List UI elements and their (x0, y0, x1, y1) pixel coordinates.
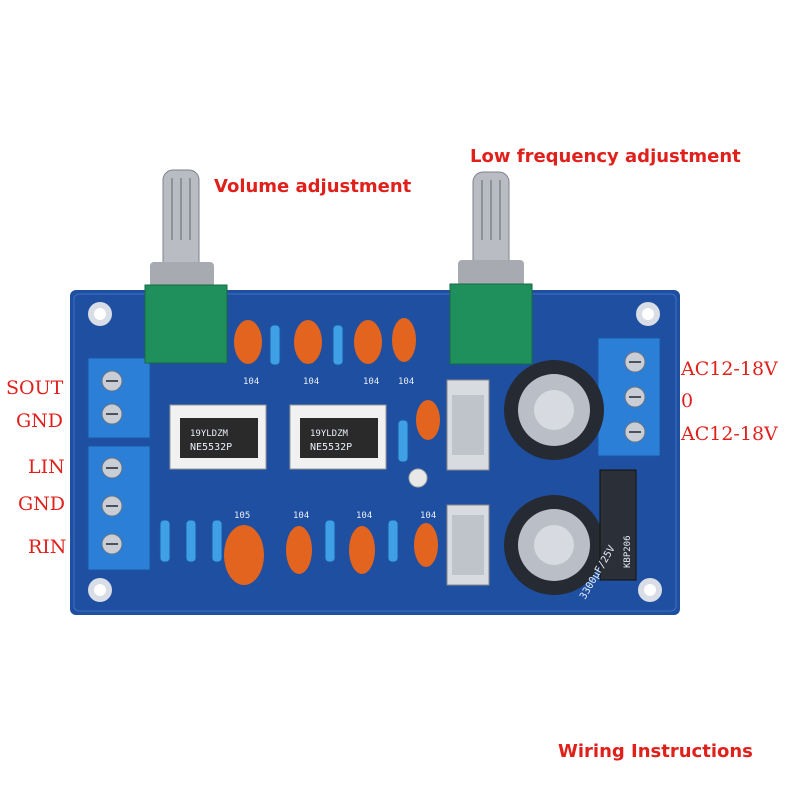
cap-label-8: 104 (420, 511, 436, 521)
voltage-regulators (446, 379, 490, 586)
cap-label-3: 104 (363, 377, 379, 387)
wiring-instructions-label: Wiring Instructions (558, 741, 753, 762)
cap-label-2: 104 (303, 377, 319, 387)
cap-label-4: 104 (398, 377, 414, 387)
ic-label-u4: NE5532P (310, 442, 352, 453)
right-terminal-block (597, 337, 661, 457)
left-terminal-blocks (87, 357, 151, 571)
volume-adjustment-label: Volume adjustment (214, 176, 412, 197)
terminal-label-sout: SOUT (6, 377, 64, 399)
cap-label-6: 104 (293, 511, 309, 521)
volume-potentiometer (144, 169, 228, 364)
terminal-label-rin: RIN (28, 536, 67, 558)
rectifier-label: KBP206 (623, 535, 633, 568)
ceramic-caps-top (234, 318, 440, 440)
terminal-label-zero: 0 (681, 390, 694, 412)
electrolytic-capacitors (504, 360, 604, 595)
terminal-label-gnd-1: GND (16, 410, 64, 432)
bridge-rectifier (599, 469, 637, 581)
terminal-label-ac-1: AC12-18V (681, 358, 778, 380)
terminal-label-lin: LIN (28, 456, 65, 478)
ic-label-u3: NE5532P (190, 442, 232, 453)
ic-code-u4: 19YLDZM (310, 429, 349, 439)
low-frequency-adjustment-label: Low frequency adjustment (470, 146, 741, 167)
terminal-label-gnd-2: GND (18, 493, 66, 515)
mounting-holes (88, 302, 662, 602)
resistors (159, 324, 409, 563)
low-frequency-potentiometer (449, 171, 533, 365)
terminal-label-ac-2: AC12-18V (681, 423, 778, 445)
cap-label-5: 105 (234, 511, 250, 521)
cap-label-7: 104 (356, 511, 372, 521)
ic-code-u3: 19YLDZM (190, 429, 229, 439)
ceramic-caps-bottom (224, 523, 438, 585)
cap-label-1: 104 (243, 377, 259, 387)
led (408, 468, 428, 488)
ic-chips: 19YLDZM NE5532P 19YLDZM NE5532P (169, 404, 387, 470)
